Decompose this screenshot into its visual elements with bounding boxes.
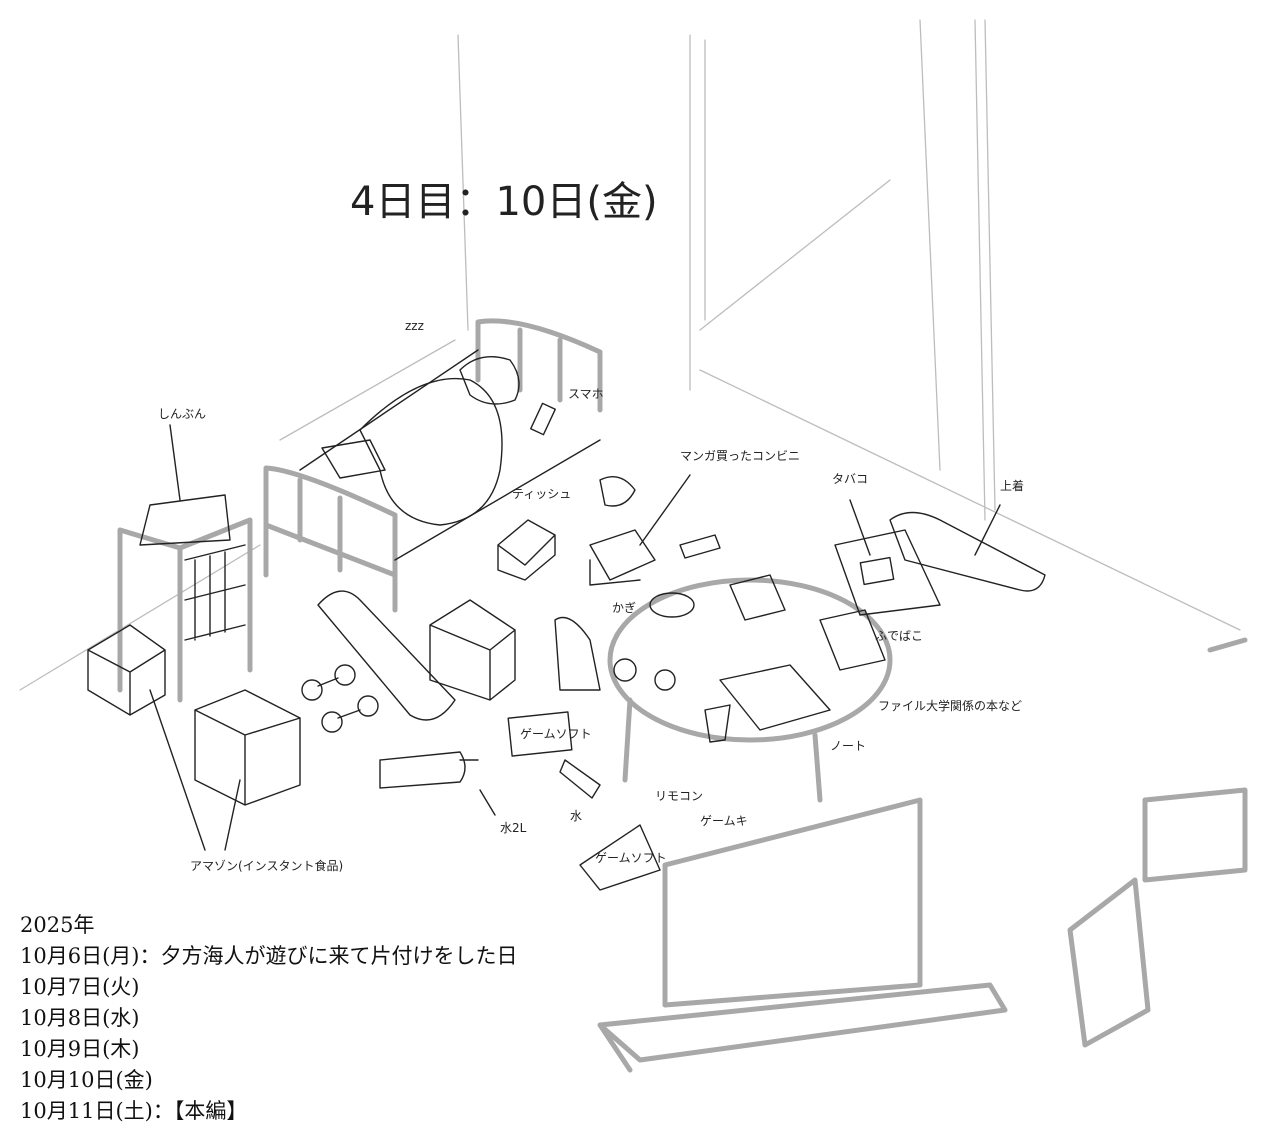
jacket (889, 511, 1046, 592)
manga-store-leader (639, 474, 691, 546)
plastic-bag (554, 616, 601, 691)
water-bottle (559, 759, 601, 799)
room-walls (19, 19, 1241, 691)
newspaper-label: しんぶん (158, 407, 206, 421)
jacket-leader (974, 504, 1001, 556)
water-2l-bottle (379, 751, 479, 789)
manga-store-label: マンガ買ったコンビニ (680, 449, 800, 463)
ashtray-label: ふでばこ (875, 629, 923, 643)
jacket-label: 上着 (1000, 478, 1024, 493)
timeline-entry: 10月8日(水) (20, 1006, 140, 1030)
timeline: 2025年 10月6日(月)：夕方海人が遊びに来て片付けをした日 10月7日(火… (20, 910, 517, 1127)
manga-stack (589, 529, 656, 586)
game-soft-case-2 (579, 824, 661, 891)
tobacco-leader (849, 499, 871, 556)
tv-and-stand (597, 637, 1248, 1073)
timeline-year: 2025年 (20, 913, 95, 937)
tissue-box (497, 519, 556, 581)
water-pack (679, 534, 721, 559)
zzz-label: zzz (405, 319, 424, 333)
floor-cushion (834, 529, 941, 616)
tissue-label: ティッシュ (512, 487, 571, 501)
timeline-entry: 10月6日(月)：夕方海人が遊びに来て片付けをした日 (20, 944, 518, 968)
rolled-mat (317, 590, 456, 721)
tobacco-label: タバコ (832, 472, 868, 486)
low-box (429, 599, 516, 701)
dumbbells (301, 664, 379, 733)
timeline-entry: 10月7日(火) (20, 975, 140, 999)
smartphone-label: スマホ (568, 387, 604, 401)
remote-label: リモコン (655, 789, 703, 803)
water-label: 水 (570, 809, 582, 823)
game-soft-label: ゲームソフト (520, 727, 592, 741)
tobacco-icon (859, 556, 895, 586)
water-2l-label: 水2L (500, 821, 527, 835)
bed (263, 318, 603, 613)
key-label: かぎ (612, 601, 636, 615)
game-soft-case (507, 711, 573, 757)
smartphone-icon (530, 402, 556, 436)
bookshelf (117, 494, 253, 703)
game-soft-2-label: ゲームソフト (595, 851, 667, 865)
newspaper-leader (169, 424, 181, 501)
timeline-entry: 10月10日(金) (20, 1068, 153, 1092)
round-table (607, 574, 893, 803)
sleeping-person (321, 356, 520, 526)
page-title: 4日目：10日(金) (350, 179, 658, 225)
convenience-bag (599, 476, 636, 507)
water-2l-leader (479, 789, 496, 816)
notebook-label: ノート (830, 739, 866, 753)
game-controller-label: ゲームキ (700, 814, 748, 828)
files-label: ファイル大学関係の本など (878, 698, 1022, 713)
timeline-entry: 10月11日(土)：【本編】 (20, 1099, 248, 1123)
timeline-entry: 10月9日(木) (20, 1037, 140, 1061)
amazon-label: アマゾン(インスタント食品) (190, 858, 343, 873)
amazon-boxes (87, 624, 301, 851)
